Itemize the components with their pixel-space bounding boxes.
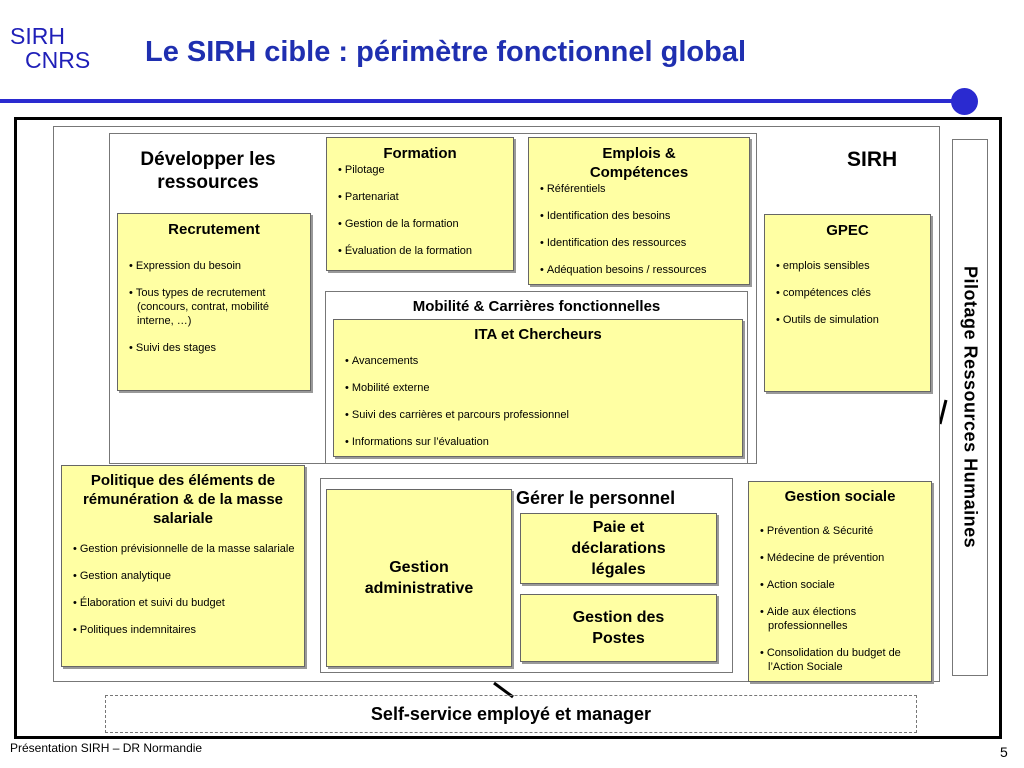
- title-rule: [0, 99, 962, 103]
- emplois-item: Adéquation besoins / ressources: [537, 263, 741, 277]
- emplois-item: Identification des ressources: [537, 236, 741, 250]
- logo-line2: CNRS: [25, 47, 91, 73]
- ita-item: Informations sur l’évaluation: [342, 435, 734, 449]
- emplois-box: Emplois & Compétences Référentiels Ident…: [528, 137, 750, 285]
- gestion-admin-label: Gestion administrative: [364, 559, 474, 597]
- sociale-item: Prévention & Sécurité: [757, 524, 923, 538]
- gpec-list: emplois sensibles compétences clés Outil…: [773, 259, 922, 327]
- recrutement-list: Expression du besoin Tous types de recru…: [126, 259, 302, 355]
- developper-label: Développer les ressources: [140, 149, 276, 193]
- sociale-item: Médecine de prévention: [757, 551, 923, 565]
- ita-title: ITA et Chercheurs: [474, 326, 602, 343]
- gpec-box: GPEC emplois sensibles compétences clés …: [764, 214, 931, 392]
- ita-item: Mobilité externe: [342, 381, 734, 395]
- sociale-item: Consolidation du budget de l’Action Soci…: [757, 646, 923, 674]
- politique-item: Gestion prévisionnelle de la masse salar…: [70, 542, 296, 556]
- formation-box: Formation Pilotage Partenariat Gestion d…: [326, 137, 514, 271]
- selfservice-box: Self-service employé et manager: [105, 695, 917, 733]
- postes-box: Gestion des Postes: [520, 594, 717, 662]
- logo-line1: SIRH: [10, 23, 65, 49]
- ita-item: Avancements: [342, 354, 734, 368]
- gpec-item: emplois sensibles: [773, 259, 922, 273]
- footer-text: Présentation SIRH – DR Normandie: [10, 741, 203, 755]
- politique-title: Politique des éléments de rémunération &…: [82, 472, 284, 527]
- emplois-item: Identification des besoins: [537, 209, 741, 223]
- diagram-frame: [14, 117, 1002, 739]
- formation-item: Pilotage: [335, 163, 505, 177]
- politique-list: Gestion prévisionnelle de la masse salar…: [70, 542, 296, 637]
- slide-title: Le SIRH cible : périmètre fonctionnel gl…: [145, 36, 747, 68]
- gpec-title: GPEC: [826, 222, 869, 239]
- politique-item: Politiques indemnitaires: [70, 623, 296, 637]
- gestion-admin-box: Gestion administrative: [326, 489, 512, 667]
- recrutement-box: Recrutement Expression du besoin Tous ty…: [117, 213, 311, 391]
- recrutement-item: Tous types de recrutement (concours, con…: [126, 286, 302, 328]
- emplois-list: Référentiels Identification des besoins …: [537, 182, 741, 277]
- pilotage-label: Pilotage Ressources Humaines: [960, 266, 981, 549]
- formation-item: Gestion de la formation: [335, 217, 505, 231]
- postes-label: Gestion des Postes: [572, 609, 665, 647]
- sociale-item: Action sociale: [757, 578, 923, 592]
- selfservice-label: Self-service employé et manager: [370, 703, 652, 724]
- emplois-item: Référentiels: [537, 182, 741, 196]
- recrutement-item: Expression du besoin: [126, 259, 302, 273]
- ita-item: Suivi des carrières et parcours professi…: [342, 408, 734, 422]
- paie-box: Paie et déclarations légales: [520, 513, 717, 584]
- rule-dot: [951, 88, 978, 115]
- ita-list: Avancements Mobilité externe Suivi des c…: [342, 354, 734, 449]
- recrutement-item: Suivi des stages: [126, 341, 302, 355]
- sociale-box: Gestion sociale Prévention & Sécurité Mé…: [748, 481, 932, 682]
- gpec-item: compétences clés: [773, 286, 922, 300]
- politique-box: Politique des éléments de rémunération &…: [61, 465, 305, 667]
- pilotage-box: Pilotage Ressources Humaines: [952, 139, 988, 676]
- sociale-title: Gestion sociale: [784, 488, 896, 505]
- formation-item: Partenariat: [335, 190, 505, 204]
- recrutement-title: Recrutement: [168, 221, 260, 238]
- formation-list: Pilotage Partenariat Gestion de la forma…: [335, 163, 505, 258]
- emplois-title: Emplois & Compétences: [589, 145, 689, 181]
- politique-item: Élaboration et suivi du budget: [70, 596, 296, 610]
- page-number: 5: [1000, 744, 1008, 760]
- sociale-list: Prévention & Sécurité Médecine de préven…: [757, 524, 923, 674]
- paie-label: Paie et déclarations légales: [571, 519, 666, 578]
- formation-item: Évaluation de la formation: [335, 244, 505, 258]
- connector-selfservice: [493, 681, 514, 699]
- sociale-item: Aide aux élections professionnelles: [757, 605, 923, 633]
- gpec-item: Outils de simulation: [773, 313, 922, 327]
- sirh-label: SIRH: [847, 148, 898, 171]
- politique-item: Gestion analytique: [70, 569, 296, 583]
- formation-title: Formation: [383, 145, 457, 162]
- gerer-label: Gérer le personnel: [516, 488, 676, 508]
- ita-box: ITA et Chercheurs Avancements Mobilité e…: [333, 319, 743, 457]
- mobilite-title: Mobilité & Carrières fonctionnelles: [412, 298, 661, 315]
- sirh-cnrs-logo: SIRH CNRS: [10, 24, 110, 72]
- connector-pilotage: [938, 399, 948, 425]
